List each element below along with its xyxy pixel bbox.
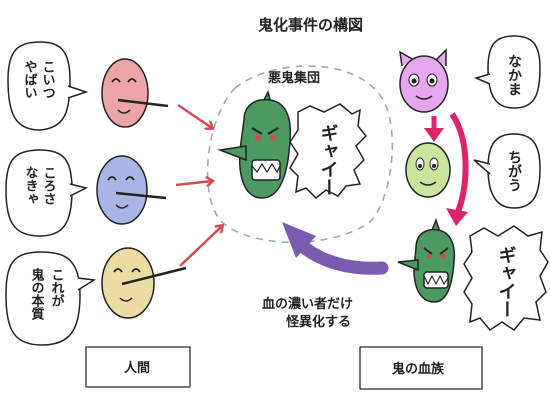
evil-group-boundary xyxy=(206,65,394,243)
oni-speech-text: ちがう xyxy=(506,150,522,192)
diagram-title: 鬼化事件の構図 xyxy=(258,16,363,34)
speech-col-a: こいつ xyxy=(40,60,56,99)
oni-speech-bubble: なかま xyxy=(473,35,541,109)
oni-light-green-face xyxy=(405,142,451,198)
speech-col-b: やばい xyxy=(22,60,38,99)
oni-speech-text: なかま xyxy=(506,54,522,96)
speech-col-a: これが xyxy=(49,268,65,307)
oni-family-label-box: 鬼の血族 xyxy=(359,346,483,390)
oni-speech-bubble: ちがう xyxy=(473,133,541,209)
human-speech-bubble: これが 鬼の本質 xyxy=(5,251,97,346)
central-oni xyxy=(217,89,292,199)
oni-shout-text: ギャイー xyxy=(496,246,517,318)
curve-caption-line1: 血の濃い者だけ xyxy=(262,296,353,312)
human-speech-bubble: こいつ やばい xyxy=(7,41,89,131)
speech-col-b: 鬼の本質 xyxy=(29,267,45,321)
speech-col-b: なきゃ xyxy=(23,166,39,205)
oni-dark-green-face xyxy=(397,217,456,303)
oni-shout-bubble: ギャイー xyxy=(463,225,549,331)
pink-curved-arrow xyxy=(446,112,469,226)
oni-purple-face xyxy=(399,48,449,113)
curve-caption-line2: 怪異化する xyxy=(286,314,351,330)
group-label: 悪鬼集団 xyxy=(268,70,320,86)
transformation-arrow xyxy=(282,222,389,275)
center-shout-bubble: ギャイー xyxy=(289,103,368,200)
hostility-arrows xyxy=(175,103,222,267)
human-face-pink xyxy=(101,58,169,128)
human-label-box: 人間 xyxy=(85,346,191,388)
pink-down-arrow xyxy=(424,116,444,142)
human-label: 人間 xyxy=(124,360,150,376)
human-face-yellow xyxy=(101,247,187,319)
human-speech-bubble: ころさ なきゃ xyxy=(5,149,89,237)
oni-family-label: 鬼の血族 xyxy=(392,361,445,377)
speech-col-a: ころさ xyxy=(41,166,56,205)
human-face-blue xyxy=(96,155,167,225)
center-shout-text: ギャイー xyxy=(318,124,339,196)
